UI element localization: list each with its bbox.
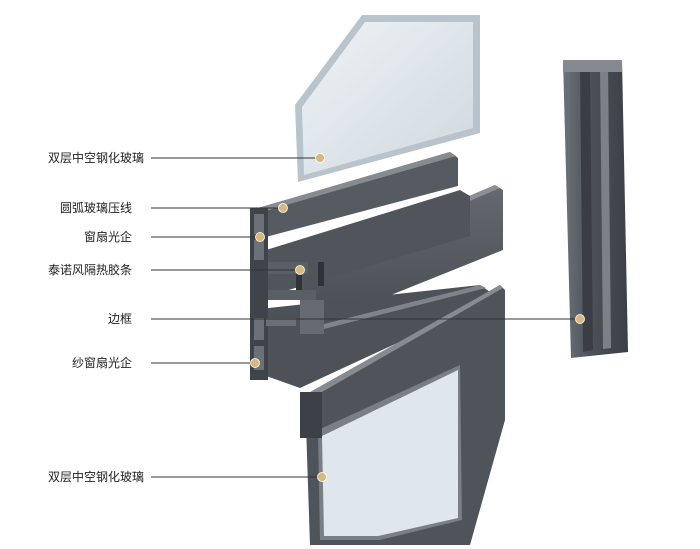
label-glass-bottom: 双层中空钢化玻璃 [48,470,145,484]
marker-sash-mullion [255,232,265,242]
vertical-frame-bar [563,60,628,358]
profile-assembly [250,152,503,388]
markers [250,153,585,482]
marker-screen-mullion [250,358,260,368]
top-glass-pane [295,15,480,182]
label-glazing-bead: 圆弧玻璃压线 [60,201,133,215]
label-glass-top: 双层中空钢化玻璃 [48,151,145,165]
leader-lines [151,157,580,478]
screen-sash [300,285,505,545]
marker-glass-bottom [317,472,327,482]
marker-thermal-strip [295,265,305,275]
label-sash-mullion: 窗扇光企 [84,230,133,244]
label-thermal-strip: 泰诺风隔热胶条 [48,263,133,277]
label-frame: 边框 [108,312,133,326]
label-screen-mullion: 纱窗扇光企 [72,356,133,370]
marker-glass-top [315,153,325,163]
marker-frame [575,314,585,324]
marker-glazing-bead [278,203,288,213]
